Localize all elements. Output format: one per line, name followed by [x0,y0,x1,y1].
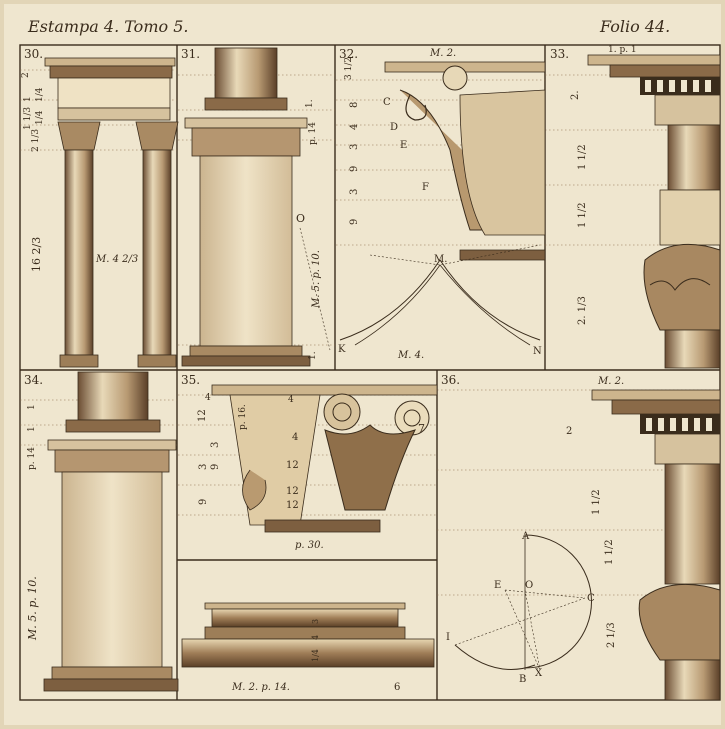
p32-letter-e: E [400,140,407,151]
p30-meas-4: 1 1/3 [23,107,33,130]
p32-meas-6: 9 [349,219,360,225]
p35-meas-6: 3 [198,464,209,470]
p35-caption: p. 30. [295,540,324,551]
p36-letter-x: X [535,668,543,679]
p36-meas-3: 2 1/3 [606,622,617,648]
p35-meas-11: 12 [286,500,299,511]
p35-meas-0: 4 [288,395,294,405]
guide-lines [20,69,720,596]
p35-base-meas-1: 4 [311,635,320,640]
p36-meas-2: 1 1/2 [604,539,615,565]
p32-meas-3: 3 [349,144,360,150]
p30-meas-5: 2 1/3 [31,129,41,152]
p32-meas-5: 3 [349,189,360,195]
p32-letter-d: D [390,122,398,133]
p30-height: 16 2/3 [30,237,43,272]
panel-35-number: 35. [181,373,200,387]
p36-letter-e: E [494,580,501,591]
p35-base-meas-0: 3 [311,619,320,624]
panel-35: 35. 4 4 p. 16. 12 3 9 3 9 4 12 12 12 7 p… [181,373,438,693]
p35-meas-2: p. 16. [238,404,248,430]
panel-32: 32. M. 2. 3 1/2 8 4 3 9 3 9 C D E F M. K… [338,47,546,361]
panel-36-number: 36. [441,373,460,387]
p36-module: M. 2. [597,376,624,387]
p32-letter-n: N [533,346,542,357]
p35-base-side: 6 [394,682,400,693]
plate-grid [19,44,721,701]
panel-36: 36. M. 2. A E O C I B X 2 1 1/2 1 1/2 2 … [441,373,721,701]
p35-meas-1: 4 [205,393,211,403]
p35-meas-7: 9 [198,499,209,505]
panel-33-number: 33. [550,47,569,61]
p32-letter-m: M. [434,254,447,265]
p35-base-caption: M. 2. p. 14. [231,682,290,693]
panel-30-number: 30. [24,47,43,61]
p36-letter-o: O [525,580,533,591]
p30-module: M. 4 2/3 [95,254,138,265]
p31-meas-2: 1. [308,351,318,360]
p32-letter-k: K [338,344,346,355]
p31-meas-0: 1. [305,99,315,108]
p30-meas-1: 1 [23,96,33,102]
p33-meas-2: 1 1/2 [577,202,588,228]
panel-31-number: 31. [181,47,200,61]
p36-meas-0: 2 [566,426,572,437]
p34-meas-2: p. 14 [27,447,37,470]
p35-meas-4: 3 [210,442,221,448]
p35-meas-9: 12 [286,460,299,471]
p35-meas-8: 4 [292,432,298,443]
panel-30: 30. 2 1 1/4 1/4 1 1/3 2 1/3 16 2/3 M. 4 … [21,47,179,368]
p34-meas-0: 1 [27,404,37,410]
p32-meas-0: 3 1/2 [344,57,354,80]
p33-meas-0: 2. [570,90,581,100]
p33-top: 1. p. 1 [608,45,637,55]
header-left: Estampa 4. Tomo 5. [27,17,188,36]
p31-module: M. 5. p. 10. [311,250,322,309]
p35-meas-12: 7 [418,422,425,435]
p34-module: M. 5. p. 10. [26,576,39,641]
p35-meas-3: 12 [197,409,208,422]
panel-34-number: 34. [24,373,43,387]
panel-33: 33. 1. p. 1 2. 1 1/2 1 1/2 2. 1/3 [550,45,721,369]
panel-32-number: 32. [339,47,358,61]
p36-letter-c: C [587,593,595,604]
p32-module-bottom: M. 4. [397,350,424,361]
p36-letter-a: A [521,531,530,542]
p32-letter-c: C [383,97,391,108]
panel-31: 31. 1. p. 14 1. M. 5. p. 10. O [181,47,331,367]
p33-meas-1: 1 1/2 [577,144,588,170]
p36-meas-1: 1 1/2 [591,489,602,515]
p35-meas-10: 12 [286,486,299,497]
p32-meas-4: 9 [349,166,360,172]
p31-meas-1: p. 14 [308,122,318,145]
p36-letter-b: B [519,674,526,685]
p32-module-top: M. 2. [429,48,456,59]
p30-meas-0: 2 [21,72,31,78]
p34-meas-1: 1 [27,426,37,432]
p32-meas-1: 8 [349,102,360,108]
p33-meas-3: 2. 1/3 [577,296,588,325]
p32-meas-2: 4 [349,124,360,130]
p36-letter-i: I [446,632,450,643]
p35-meas-5: 9 [210,464,221,470]
header-right: Folio 44. [599,17,670,36]
p35-base-meas-2: 1/4 [311,649,320,662]
panel-34: 34. 1 1 p. 14 M. 5. p. 10. [24,371,179,692]
p30-meas-3: 1/4 [35,110,45,125]
p31-letter: O [296,212,305,225]
p30-meas-2: 1/4 [35,87,45,102]
p32-letter-f: F [422,182,429,193]
